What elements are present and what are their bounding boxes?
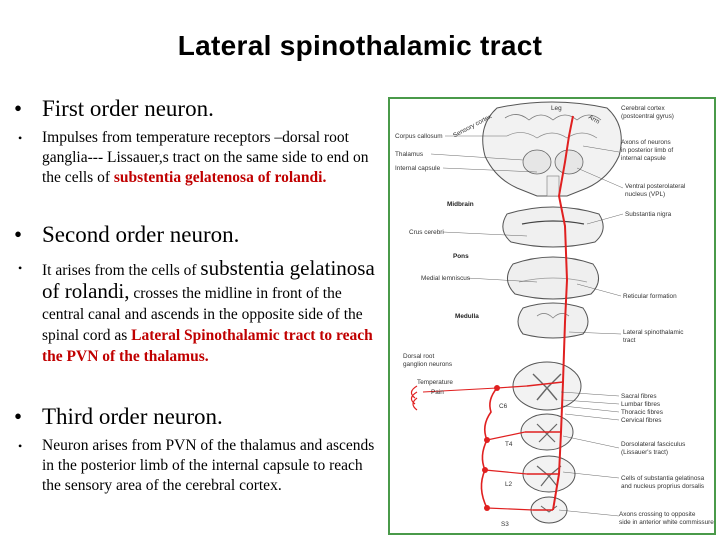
grey-matter-cervical [532, 373, 562, 401]
heading-second-order: • Second order neuron. [14, 222, 239, 248]
label-leg: Leg [551, 105, 562, 112]
dorsal-root-ganglion-t4 [484, 437, 490, 443]
dorsal-root-ganglion-s3 [484, 505, 490, 511]
label-pain: Pain [431, 389, 444, 396]
bullet-icon: • [14, 404, 23, 429]
label-medial-lemniscus: Medial lemniscus [421, 275, 470, 282]
label-dorsal-root: Dorsal root [403, 353, 434, 360]
second-order-text: It arises from the cells of substentia g… [42, 258, 378, 367]
label-in-posterior-limb: in posterior limb of [621, 147, 673, 154]
heading-second-order-text: Second order neuron. [42, 222, 240, 247]
corpus-callosum-shape [506, 132, 598, 139]
label-thalamus: Thalamus [395, 151, 423, 158]
bullet-icon: • [18, 439, 23, 453]
thalamus-left [522, 149, 552, 175]
label-reticular-formation: Reticular formation [623, 293, 677, 300]
spinothalamic-tract-line [552, 115, 574, 511]
first-order-body: Impulses from temperature receptors –dor… [42, 129, 369, 186]
pons-fibres [518, 277, 588, 283]
heading-first-order-text: First order neuron. [42, 96, 214, 121]
second-order-highlight: Lateral Spinothalamic tract to reach the… [42, 327, 373, 365]
label-arm: Arm [587, 114, 601, 126]
heading-third-order: • Third order neuron. [14, 404, 223, 430]
peripheral-fibre [422, 387, 498, 393]
label-axons-crossing: Axons crossing to opposite [619, 511, 696, 518]
label-dorsolateral-fasciculus: Dorsolateral fasciculus [621, 441, 685, 448]
label-internal-capsule-2: internal capsule [621, 155, 666, 162]
label-nucleus-vpl: nucleus (VPL) [625, 191, 665, 198]
heading-first-order: • First order neuron. [14, 96, 214, 122]
label-thoracic-fibres: Thoracic fibres [621, 409, 663, 416]
label-axons-of-neurons: Axons of neurons [621, 139, 671, 146]
label-lumbar-fibres: Lumbar fibres [621, 401, 660, 408]
bullet-icon: • [18, 261, 23, 275]
crossing-fibres [525, 381, 564, 511]
label-cervical-fibres: Cervical fibres [621, 417, 662, 424]
medulla-section [517, 302, 589, 339]
second-order-prefix: It arises from the cells of [42, 262, 201, 279]
label-sacral-fibres: Sacral fibres [621, 393, 657, 400]
second-order-description: • It arises from the cells of substentia… [18, 258, 378, 367]
label-cells-of-substantia: Cells of substantia gelatinosa [621, 475, 705, 482]
label-lateral-spinothalamic: Lateral spinothalamic [623, 329, 684, 336]
label-postcentral: (postcentral gyrus) [621, 113, 674, 120]
label-pointers [430, 135, 624, 517]
olive-shape [536, 313, 570, 319]
label-crus-cerebri: Crus cerebri [409, 229, 444, 236]
bullet-icon: • [14, 96, 23, 121]
third-order-description: • Neuron arises from PVN of the thalamus… [18, 436, 378, 496]
slide-title: Lateral spinothalamic tract [177, 30, 543, 61]
label-corpus-callosum: Corpus callosum [395, 133, 443, 140]
brainstem-top [546, 175, 560, 197]
second-order-emphasis: substentia gelatinosa of rolandi, [42, 256, 375, 303]
label-l2: L2 [505, 481, 513, 488]
heading-third-order-text: Third order neuron. [42, 404, 223, 429]
label-temperature: Temperature [417, 379, 453, 386]
label-s3: S3 [501, 521, 509, 528]
label-ganglion-neurons: ganglion neurons [403, 361, 452, 368]
third-order-text: Neuron arises from PVN of the thalamus a… [42, 437, 375, 494]
receptor-endings [410, 385, 418, 411]
label-cerebral-cortex: Cerebral cortex [621, 105, 665, 112]
root-entry-lines [484, 385, 534, 511]
grey-matter-lumbar [536, 465, 562, 487]
label-ventral-posterolateral: Ventral posterolateral [625, 183, 685, 190]
midbrain-section [502, 206, 604, 248]
spinothalamic-diagram: Leg Cerebral cortex (postcentral gyrus) … [387, 96, 717, 536]
dorsal-root-ganglion-l2 [482, 467, 488, 473]
label-and-nucleus: and nucleus proprius dorsalis [621, 483, 704, 490]
label-side-in-anterior: side in anterior white commissure [619, 519, 714, 526]
first-order-description: • Impulses from temperature receptors –d… [18, 128, 378, 188]
label-internal-capsule: Internal capsule [395, 165, 441, 172]
label-medulla: Medulla [455, 313, 479, 320]
bullet-icon: • [14, 222, 23, 247]
bullet-icon: • [18, 131, 23, 145]
first-order-text: Impulses from temperature receptors –dor… [42, 128, 378, 188]
label-tract: tract [623, 337, 636, 344]
label-c6: C6 [499, 403, 508, 410]
label-midbrain: Midbrain [447, 201, 474, 208]
label-substantia-nigra: Substantia nigra [625, 211, 672, 218]
label-t4: T4 [505, 441, 513, 448]
first-order-highlight: substentia gelatenosa of rolandi. [113, 169, 327, 186]
thalamus-right [554, 149, 584, 175]
diagram-svg: Leg Cerebral cortex (postcentral gyrus) … [388, 97, 716, 535]
label-pons: Pons [453, 253, 469, 260]
cortex-gyri [504, 114, 602, 121]
substantia-nigra-shape [521, 220, 585, 225]
label-lissauers-tract: (Lissauer's tract) [621, 449, 668, 456]
brain-section [482, 101, 622, 197]
grey-matter-thoracic [536, 423, 558, 443]
second-order-middle: crosses the midline in front of the cent… [42, 285, 363, 344]
